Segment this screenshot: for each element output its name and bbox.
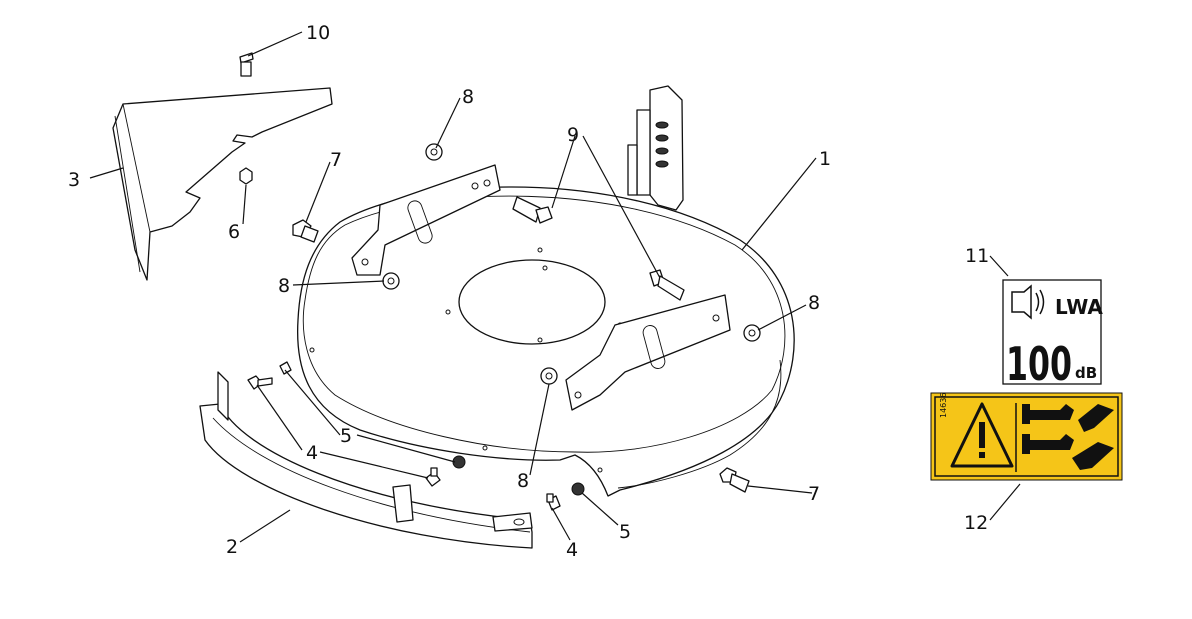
deck-housing-part xyxy=(296,186,795,497)
callout-8-top: 8 xyxy=(462,86,474,108)
bolt-part-4-bottom xyxy=(546,493,561,511)
callout-5-left: 5 xyxy=(340,425,352,447)
left-bracket xyxy=(351,164,501,276)
nut-part-8-center xyxy=(540,367,558,385)
callout-8-right: 8 xyxy=(808,292,820,314)
deflector-plate-part xyxy=(112,87,333,281)
callout-11: 11 xyxy=(965,245,989,267)
bolt-part-4-mid xyxy=(425,467,441,487)
speaker-icon xyxy=(1011,284,1045,320)
bolt-part-7-left xyxy=(292,219,319,243)
callout-6: 6 xyxy=(228,221,240,243)
rear-bracket xyxy=(627,85,684,211)
bolt-part-9-upper xyxy=(512,196,553,224)
callout-7-left: 7 xyxy=(330,149,342,171)
noise-level-value: 100 xyxy=(1006,337,1072,391)
callout-8-left: 8 xyxy=(278,275,290,297)
callout-numbers: 10 8 7 3 6 9 1 8 8 8 7 2 4 5 4 5 11 12 xyxy=(68,22,989,561)
leader-lines xyxy=(89,31,1021,543)
callout-9: 9 xyxy=(567,124,579,146)
callout-1: 1 xyxy=(819,148,831,170)
bolt-part-7-right xyxy=(719,467,750,493)
callout-2: 2 xyxy=(226,536,238,558)
nut-part-8-top xyxy=(425,143,443,161)
skirt-part xyxy=(199,371,533,549)
callout-7-right: 7 xyxy=(808,483,820,505)
nut-part-5-bottom xyxy=(571,482,585,496)
nut-part-6 xyxy=(239,167,253,185)
nut-part-8-right xyxy=(743,324,761,342)
right-bracket xyxy=(565,294,731,411)
hand-hazard-icon xyxy=(1022,404,1114,470)
warning-label: 14636 xyxy=(930,392,1123,481)
nut-part-5-left xyxy=(279,361,292,375)
callout-3: 3 xyxy=(68,169,80,191)
noise-level-label: LWA 100 dB xyxy=(1002,279,1103,391)
callout-10: 10 xyxy=(306,22,330,44)
callout-4-bottom: 4 xyxy=(566,539,578,561)
bolt-part-10 xyxy=(239,52,254,77)
noise-level-unit: dB xyxy=(1075,364,1097,382)
callout-8-center: 8 xyxy=(517,470,529,492)
callout-12: 12 xyxy=(964,512,988,534)
bolt-part-4-left xyxy=(247,375,273,390)
warning-triangle-icon xyxy=(950,402,1014,468)
nut-part-8-left xyxy=(382,272,400,290)
callout-5-bottom: 5 xyxy=(619,521,631,543)
callout-4-left: 4 xyxy=(306,442,318,464)
bolt-part-9-lower xyxy=(649,269,685,301)
noise-unit-symbol: LWA xyxy=(1055,295,1103,319)
warning-code: 14636 xyxy=(939,393,948,418)
